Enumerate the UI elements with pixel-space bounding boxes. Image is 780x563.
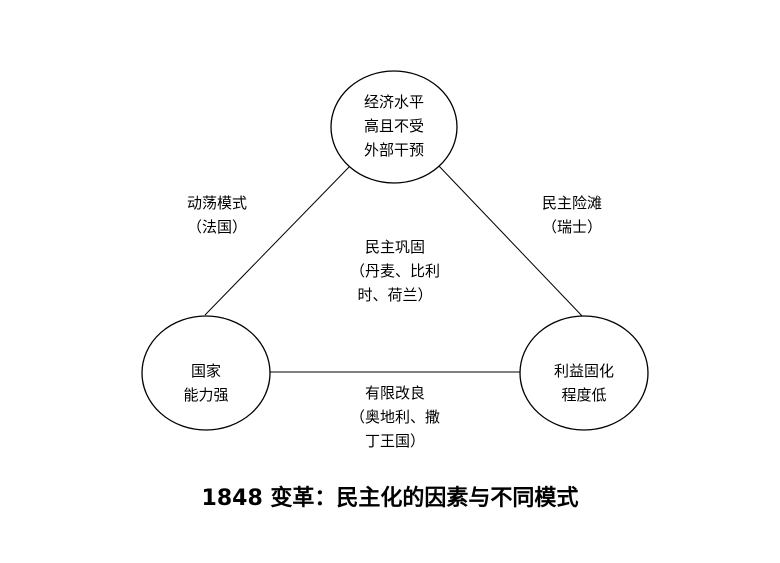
node-top-label: 经济水平 高且不受 外部干预 xyxy=(339,90,449,162)
node-circle-right xyxy=(519,315,649,431)
edge-right-line-1: 民主险滩 xyxy=(541,194,602,212)
node-left-line-1: 国家 xyxy=(190,362,221,380)
node-left-line-2: 能力强 xyxy=(183,386,229,404)
center-line-3: 时、荷兰） xyxy=(357,286,433,304)
edge-bottom-line-3: 丁王国） xyxy=(364,432,425,450)
node-top-line-3: 外部干预 xyxy=(363,141,424,159)
edge-right-label: 民主险滩 （瑞士） xyxy=(527,191,617,239)
edge-bottom-label: 有限改良 （奥地利、撒 丁王国） xyxy=(335,381,455,453)
figure-caption: 1848 变革：民主化的因素与不同模式 xyxy=(201,486,579,511)
edge-left-line-2: （法国） xyxy=(186,218,247,236)
edge-right-line-2: （瑞士） xyxy=(541,218,602,236)
node-left-label: 国家 能力强 xyxy=(151,359,261,407)
node-top-line-1: 经济水平 xyxy=(363,93,424,111)
edge-line-left xyxy=(204,164,352,316)
edge-bottom-line-2: （奥地利、撒 xyxy=(349,408,440,426)
edge-bottom-line-1: 有限改良 xyxy=(364,384,425,402)
node-right-label: 利益固化 程度低 xyxy=(529,359,639,407)
node-right-line-1: 利益固化 xyxy=(553,362,614,380)
node-right-line-2: 程度低 xyxy=(561,386,607,404)
center-label: 民主巩固 （丹麦、比利 时、荷兰） xyxy=(330,235,460,307)
node-circle-left xyxy=(141,315,271,431)
node-circle-top xyxy=(330,70,458,184)
center-line-2: （丹麦、比利 xyxy=(349,262,440,280)
edge-line-right xyxy=(437,164,585,319)
edge-left-line-1: 动荡模式 xyxy=(186,194,247,212)
edge-left-label: 动荡模式 （法国） xyxy=(172,191,262,239)
node-top-line-2: 高且不受 xyxy=(363,117,424,135)
center-line-1: 民主巩固 xyxy=(364,238,425,256)
